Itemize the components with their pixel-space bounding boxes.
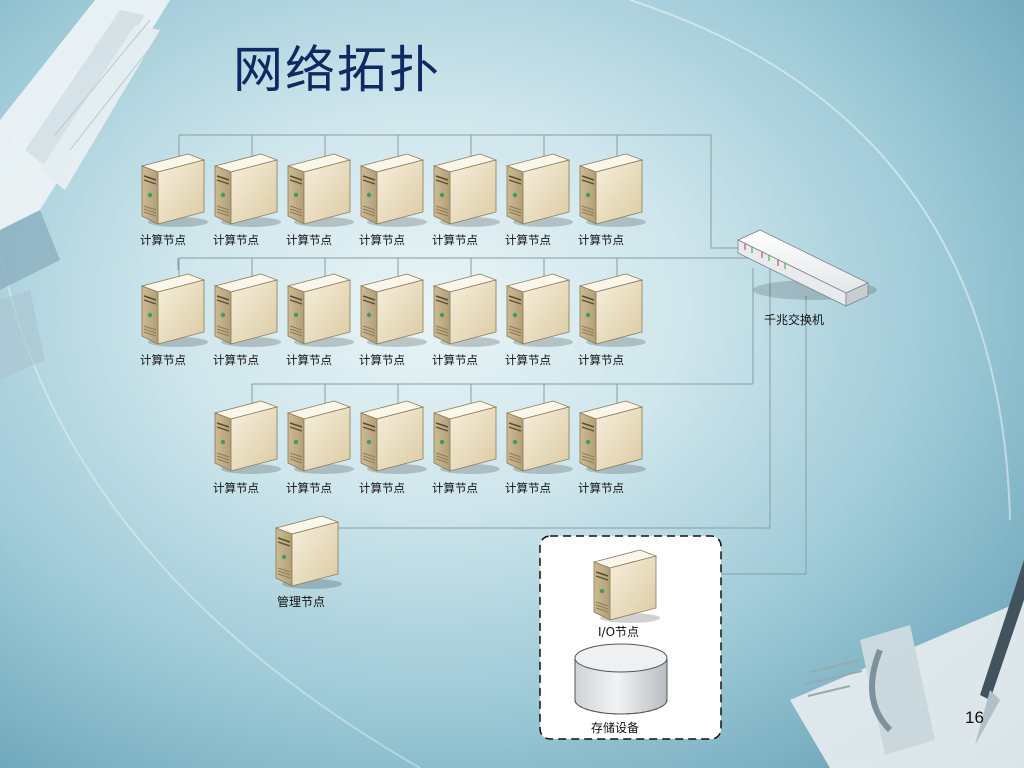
compute-server-icon [360,273,427,348]
compute-server-icon [214,273,281,348]
compute-node-label: 计算节点 [578,481,624,495]
compute-server-icon [360,400,427,475]
connection-lines [177,134,807,644]
compute-server-icon [141,153,208,228]
slide-title: 网络拓扑 [233,41,441,99]
compute-node-label: 计算节点 [359,481,405,495]
compute-node-label: 计算节点 [432,481,478,495]
compute-server-icon [433,273,500,348]
io-node-label: I/O节点 [598,625,639,639]
compute-server-icon [433,400,500,475]
compute-node-label: 计算节点 [359,353,405,367]
compute-node-label: 计算节点 [286,481,332,495]
gigabit-switch: 千兆交换机 [737,229,877,327]
io-storage-group: I/O节点 存储设备 [539,535,722,740]
compute-node-label: 计算节点 [213,353,259,367]
compute-server-icon [214,400,281,475]
connection-line [660,296,807,575]
management-server-icon [275,515,342,590]
storage-cylinder-icon [574,643,668,715]
compute-node-group: 计算节点计算节点计算节点计算节点计算节点计算节点计算节点计算节点计算节点计算节点… [140,153,646,495]
compute-server-icon [506,273,573,348]
compute-node-label: 计算节点 [505,481,551,495]
compute-node-label: 计算节点 [505,353,551,367]
compute-node-label: 计算节点 [286,233,332,247]
compute-server-icon [360,153,427,228]
compute-node-label: 计算节点 [213,233,259,247]
compute-node-label: 计算节点 [578,353,624,367]
compute-server-icon [506,400,573,475]
compute-node-label: 计算节点 [140,233,186,247]
compute-server-icon [141,273,208,348]
compute-server-icon [579,400,646,475]
switch-port-lights-icon [744,244,786,269]
pen-paper-illustration [790,560,1024,768]
compute-node-label: 计算节点 [286,353,332,367]
compute-server-icon [433,153,500,228]
compute-node-label: 计算节点 [213,481,259,495]
switch-label: 千兆交换机 [764,312,824,327]
storage-label: 存储设备 [591,720,639,735]
compute-node-label: 计算节点 [505,233,551,247]
compute-node-label: 计算节点 [578,233,624,247]
page-number: 16 [965,708,984,727]
compute-server-icon [287,400,354,475]
compute-server-icon [214,153,281,228]
compute-node-label: 计算节点 [432,233,478,247]
book-illustration [0,0,170,380]
management-node-label: 管理节点 [277,594,325,609]
compute-server-icon [579,153,646,228]
compute-node-label: 计算节点 [359,233,405,247]
compute-server-icon [506,153,573,228]
compute-server-icon [287,153,354,228]
compute-server-icon [579,273,646,348]
compute-node-label: 计算节点 [432,353,478,367]
connection-line [335,266,771,529]
management-node: 管理节点 [275,515,342,609]
compute-node-label: 计算节点 [140,353,186,367]
connection-line [710,135,740,249]
compute-server-icon [287,273,354,348]
